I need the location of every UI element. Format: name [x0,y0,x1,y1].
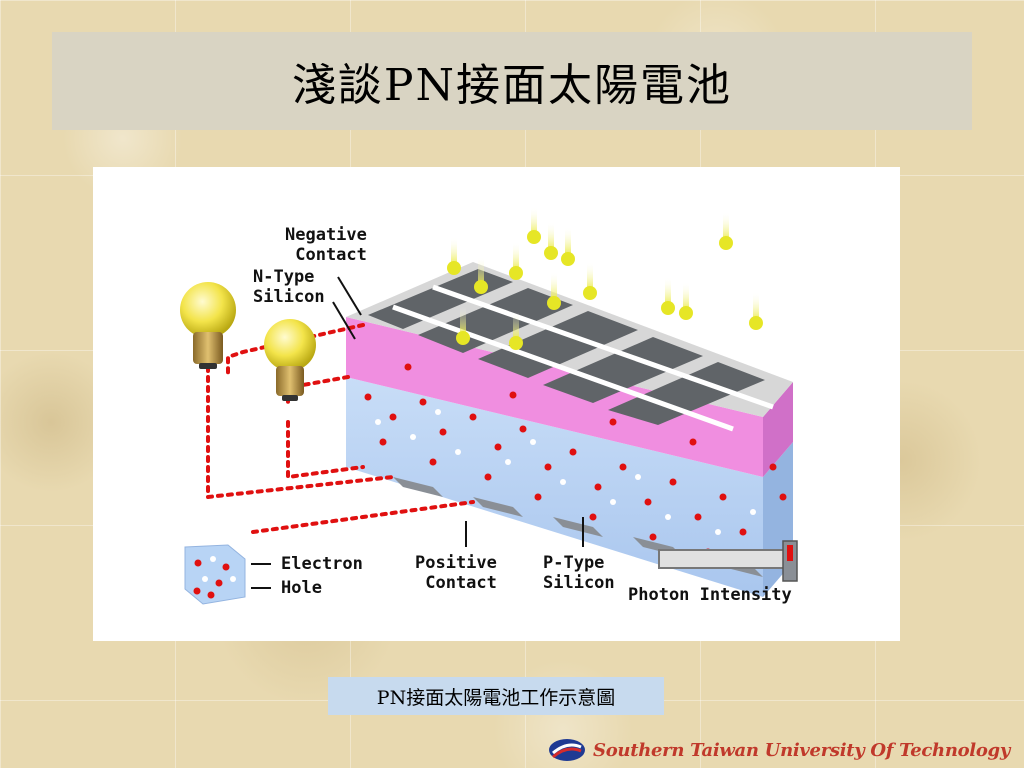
n-type-silicon-label: N-Type Silicon [253,267,325,307]
electrons [364,363,787,556]
light-bulb-icon [264,319,316,401]
negative-contact-label: Negative Contact [285,225,367,265]
slide-title: 淺談PN接面太陽電池 [291,60,733,111]
positive-contact-label: Positive Contact [415,553,497,593]
p-type-silicon-label: P-Type Silicon [543,553,615,593]
photon-intensity-label: Photon Intensity [628,585,792,605]
university-logo-icon [549,739,585,761]
footer: Southern Taiwan University Of Technology [547,734,1010,766]
holes [375,409,756,535]
title-bar: 淺談PN接面太陽電池 [52,32,972,130]
footer-university-name: Southern Taiwan University Of Technology [593,739,1010,761]
electron-label: Electron [281,554,363,574]
light-bulb-icon [180,282,236,369]
solar-cell-figure: Negative Contact N-Type Silicon Electron… [93,167,900,641]
figure-caption: PN接面太陽電池工作示意圖 [328,677,664,715]
photons [447,207,763,350]
leader-lines [251,276,584,589]
negative-contact-grid [346,262,793,432]
solar-cell-diagram [180,207,798,605]
legend-cube-icon [184,544,246,605]
hole-label: Hole [281,578,322,598]
n-type-layer [346,317,793,477]
photon-intensity-slider [658,540,798,582]
